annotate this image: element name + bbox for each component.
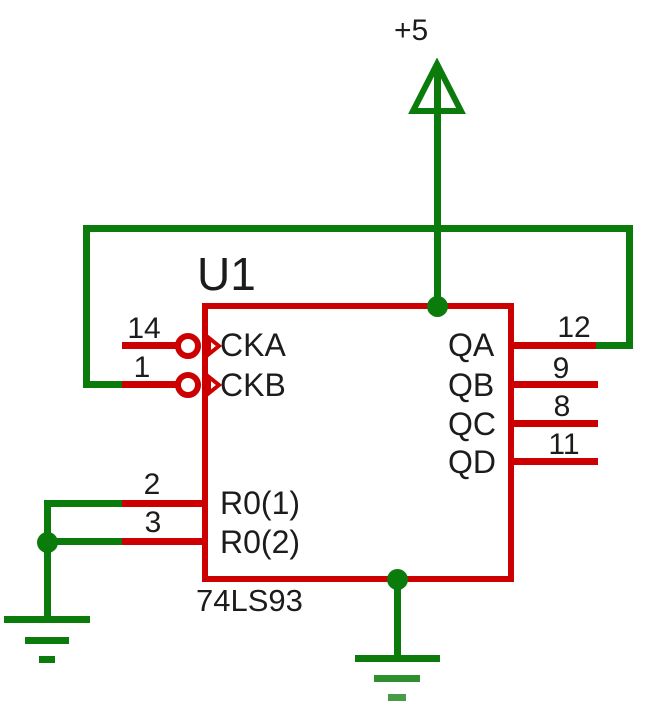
feedback-wire-top (83, 225, 633, 232)
ground-left-bar1-icon (4, 616, 90, 623)
pin-wire-cka (122, 342, 177, 349)
clock-edge-ckb-icon (207, 373, 222, 397)
feedback-wire-left (83, 225, 90, 388)
pin-number-14: 14 (127, 312, 161, 345)
pin-wire-qb (510, 381, 598, 388)
pin-wire-r01 (122, 500, 206, 507)
pin-number-1: 1 (133, 351, 151, 384)
ground-center-bar2-icon (374, 675, 420, 682)
pin-wire-qd (510, 458, 598, 465)
pin-wire-qc (510, 420, 598, 427)
clock-bubble-cka-icon (175, 333, 201, 359)
power-wire-vertical (434, 66, 441, 306)
pin-number-3: 3 (144, 506, 162, 539)
pin-number-8: 8 (553, 390, 571, 423)
junction-dot-reset (37, 532, 58, 553)
qa-feedback-segment (595, 342, 633, 349)
junction-dot-gnd (387, 569, 408, 590)
ground-left-bar3-icon (39, 656, 55, 663)
wire-ckb-green (83, 381, 122, 388)
feedback-wire-right (626, 225, 633, 349)
wire-r02-green (44, 538, 122, 545)
ground-wire-left (44, 500, 51, 619)
pin-name-cka: CKA (220, 327, 286, 363)
pin-number-12: 12 (557, 311, 591, 344)
pin-wire-r02 (122, 538, 206, 545)
ic-part-number: 74LS93 (196, 583, 303, 618)
ground-center-bar3-icon (388, 694, 406, 701)
pin-wire-qa (510, 342, 596, 349)
ic-designator: U1 (197, 248, 256, 300)
junction-dot-vcc (427, 296, 448, 317)
ground-left-bar2-icon (25, 637, 69, 644)
pin-name-qc: QC (448, 406, 496, 442)
pin-number-11: 11 (548, 428, 580, 461)
pin-name-qa: QA (448, 327, 495, 363)
power-net-label: +5 (394, 14, 429, 47)
ic-body-74ls93 (202, 303, 514, 582)
pin-name-r02: R0(2) (220, 524, 301, 560)
power-arrow-icon (408, 58, 466, 114)
pin-name-r01: R0(1) (220, 485, 301, 521)
pin-wire-ckb (122, 381, 177, 388)
pin-name-qb: QB (448, 367, 495, 403)
pin-name-qd: QD (448, 444, 496, 480)
wire-r01-green (44, 500, 122, 507)
ground-center-bar1-icon (355, 655, 440, 662)
pin-name-ckb: CKB (220, 367, 286, 403)
clock-bubble-ckb-icon (175, 372, 201, 398)
pin-number-2: 2 (143, 468, 161, 501)
pin-number-9: 9 (552, 352, 570, 385)
ground-wire-center (394, 580, 401, 659)
clock-edge-cka-icon (207, 334, 222, 358)
